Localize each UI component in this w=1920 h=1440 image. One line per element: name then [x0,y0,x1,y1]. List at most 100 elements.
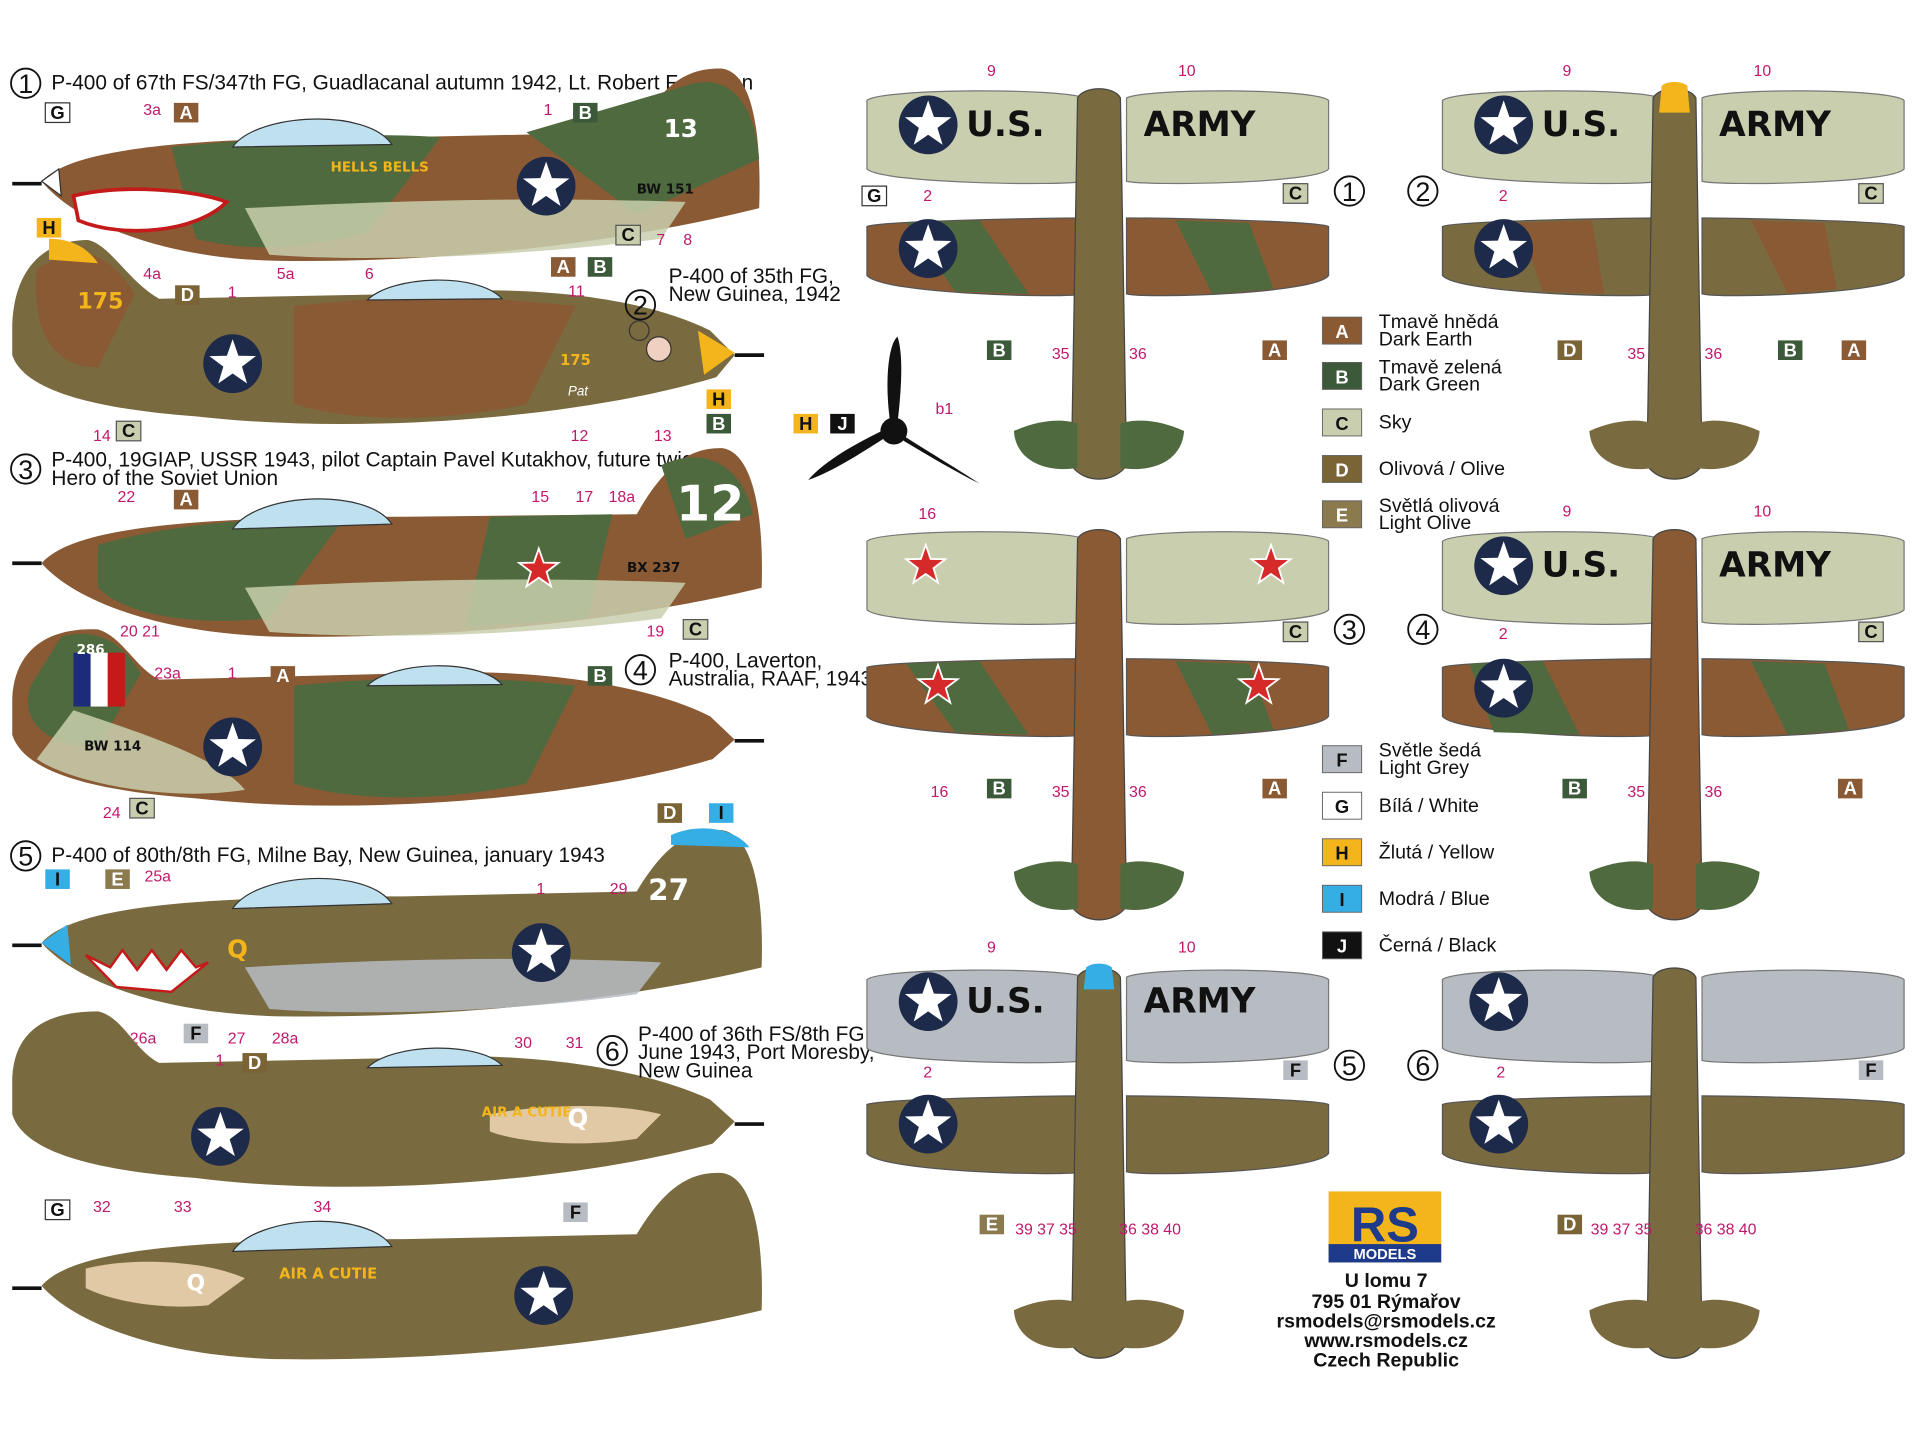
svg-text:9: 9 [987,940,996,957]
profile-6: AIR A CUTIE Q 6 P-400 of 36th FS/8th FG,… [12,1011,875,1222]
svg-text:32: 32 [93,1199,111,1216]
legend-label-f: Světle šedá [1379,740,1481,762]
svg-text:ARMY: ARMY [1719,546,1832,586]
svg-text:34: 34 [313,1199,331,1216]
legend-swatch-c [1321,408,1363,437]
svg-text:9: 9 [1562,504,1571,521]
svg-text:D: D [1563,339,1576,360]
svg-text:C: C [1289,183,1302,204]
svg-text:35: 35 [1052,784,1070,801]
svg-text:E: E [986,1214,998,1235]
svg-text:MODELS: MODELS [1353,1247,1416,1263]
svg-text:4a: 4a [143,266,161,283]
address-country: Czech Republic [1313,1350,1459,1372]
profile-4-caption-line2: Australia, RAAF, 1943 [669,668,872,691]
svg-text:2: 2 [923,1065,932,1082]
svg-text:1: 1 [536,881,545,898]
plan-view-6: 6 F D 2 39 37 35 36 38 40 [1407,967,1905,1359]
svg-text:B: B [1568,778,1581,799]
legend-swatch-j [1321,931,1363,960]
profile-2-caption-line1: P-400 of 35th FG, [669,265,834,288]
profile-2-nose-number: 175 [560,352,591,369]
profile-6-index: 6 [605,1036,620,1066]
svg-text:2: 2 [923,188,932,205]
svg-text:6: 6 [365,266,374,283]
svg-text:2: 2 [1496,1065,1505,1082]
svg-text:36: 36 [1704,346,1722,363]
svg-text:B: B [579,102,592,123]
svg-text:35: 35 [1627,346,1645,363]
svg-text:37: 37 [1037,1221,1055,1238]
svg-text:D: D [181,284,194,305]
svg-text:b1: b1 [936,401,954,418]
profile-6-nose-art: AIR A CUTIE [482,1106,572,1121]
svg-text:23a: 23a [154,665,181,682]
svg-text:14: 14 [93,428,111,445]
svg-text:RS: RS [1351,1199,1419,1253]
profile-6-nose-letter: Q [568,1104,589,1133]
svg-text:H: H [42,217,55,238]
svg-text:C: C [1864,183,1877,204]
svg-text:2: 2 [1499,188,1508,205]
profile-2-nose-art: Pat [568,384,589,399]
svg-text:U.S.: U.S. [1542,105,1621,145]
profile-1-serial: BW 151 [637,182,694,197]
svg-text:5a: 5a [277,266,295,283]
plan-6-index: 6 [1415,1051,1430,1081]
svg-text:1: 1 [228,665,237,682]
svg-text:U.S.: U.S. [966,982,1045,1022]
svg-text:10: 10 [1178,63,1196,80]
profile-5: 5 P-400 of 80th/8th FG, Milne Bay, New G… [10,802,762,1047]
svg-text:10: 10 [1178,940,1196,957]
svg-text:F: F [190,1023,201,1044]
svg-text:9: 9 [987,63,996,80]
legend-code-f: F [1336,750,1347,771]
svg-text:7: 7 [656,232,665,249]
svg-text:B: B [712,413,725,434]
legend-label-e: Světlá olivová [1379,495,1500,517]
profile-5-index: 5 [18,842,33,872]
svg-text:9: 9 [1562,63,1571,80]
svg-text:29: 29 [610,881,628,898]
legend-label-a: Tmavě hnědá [1379,311,1499,333]
profile-3-index: 3 [18,455,33,485]
svg-text:3a: 3a [143,102,161,119]
svg-text:C: C [122,420,135,441]
legend-code-i: I [1339,889,1344,910]
svg-text:38: 38 [1717,1221,1735,1238]
svg-text:B: B [993,339,1006,360]
svg-text:16: 16 [931,784,949,801]
legend-label-b: Tmavě zelená [1379,356,1502,378]
plan-view-4: U.S. ARMY 4 C B A 9 10 2 35 36 [1407,504,1905,921]
svg-text:I: I [719,802,724,823]
profile-3: 3 P-400, 19GIAP, USSR 1943, pilot Captai… [10,413,762,641]
legend-label-c: Sky [1379,412,1412,434]
svg-text:35: 35 [1635,1221,1653,1238]
profile-6-alt-nose-letter: Q [187,1272,206,1297]
svg-text:36: 36 [1129,784,1147,801]
legend-label-j: Černá / Black [1379,933,1497,956]
svg-text:A: A [1268,339,1281,360]
profile-1-index: 1 [18,69,33,99]
svg-text:B: B [593,256,606,277]
svg-text:C: C [622,224,635,245]
legend-code-b: B [1335,366,1348,387]
svg-text:12: 12 [571,428,589,445]
profile-6-caption-line2: June 1943, Port Moresby, [638,1041,875,1064]
legend-code-j: J [1337,936,1347,957]
svg-text:ARMY: ARMY [1719,105,1832,145]
svg-text:1: 1 [216,1052,225,1069]
svg-text:38: 38 [1141,1221,1159,1238]
profile-2-index: 2 [633,291,648,321]
profile-6-alt-nose-art: AIR A CUTIE [279,1265,377,1282]
svg-text:24: 24 [103,805,121,822]
profile-5-fin-number: 27 [648,873,689,907]
profile-3-caption-line2: Hero of the Soviet Union [51,467,278,490]
svg-text:19: 19 [647,624,665,641]
profile-5-caption: P-400 of 80th/8th FG, Milne Bay, New Gui… [51,844,604,867]
svg-text:27: 27 [228,1030,246,1047]
svg-text:39: 39 [1591,1221,1609,1238]
